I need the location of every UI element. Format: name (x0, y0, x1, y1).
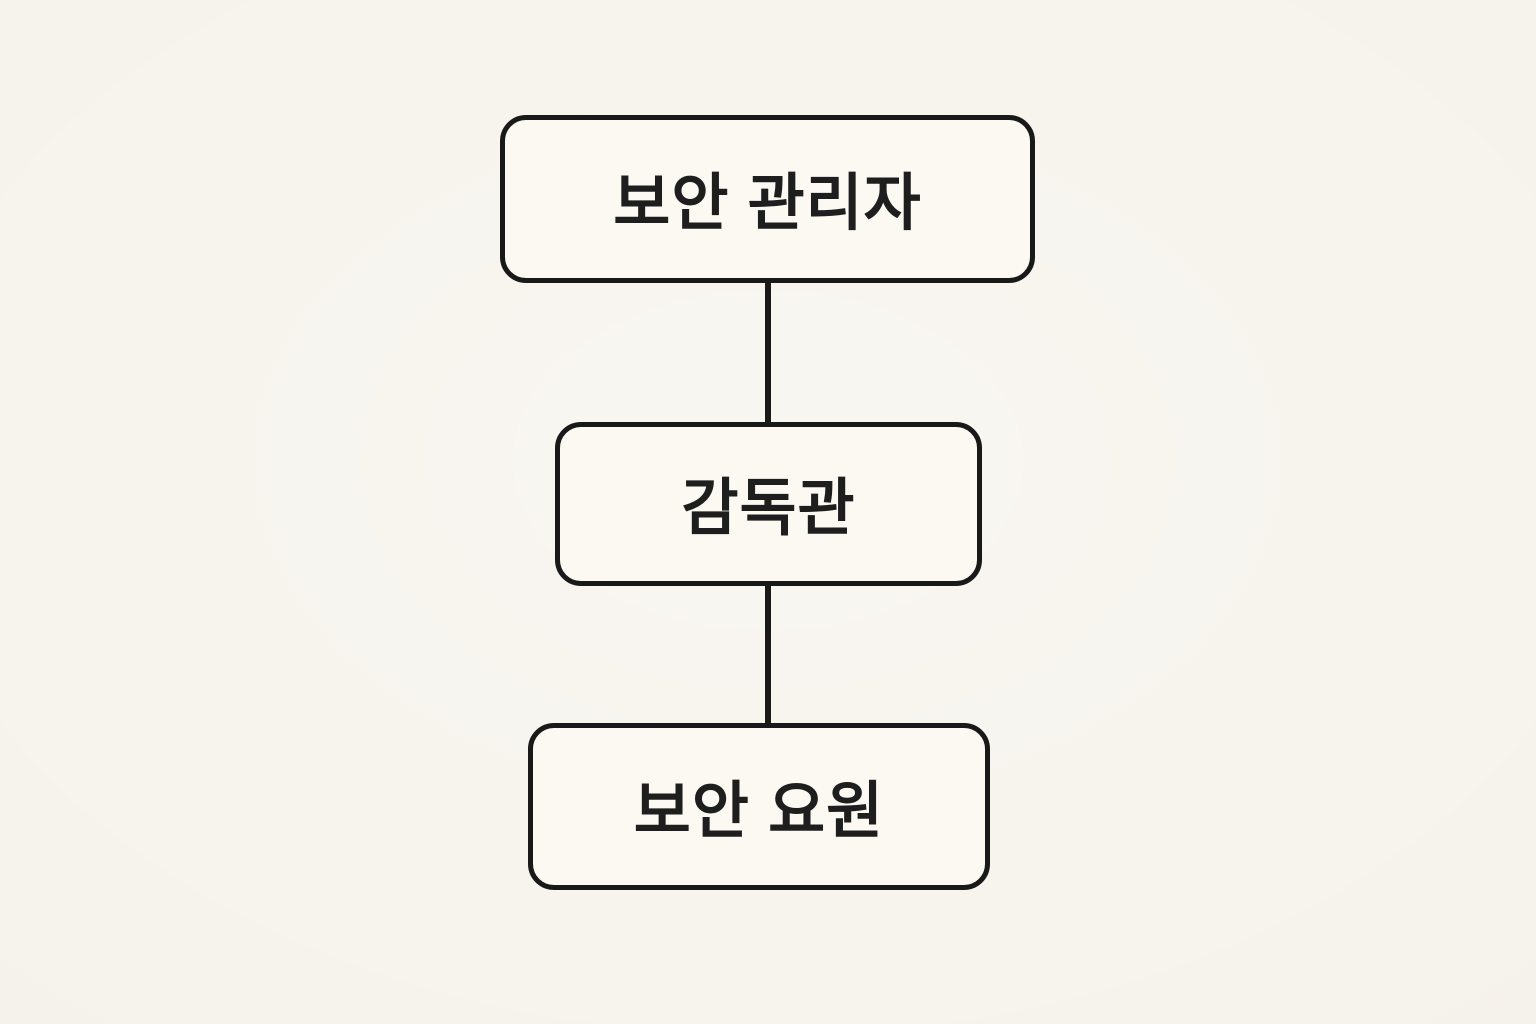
connector-supervisor-to-agent (765, 583, 771, 727)
node-security-agent-label: 보안 요원 (633, 776, 885, 846)
node-security-manager-label: 보안 관리자 (613, 169, 922, 238)
node-supervisor: 감독관 (555, 422, 982, 586)
node-supervisor-label: 감독관 (681, 474, 856, 543)
connector-manager-to-supervisor (765, 280, 771, 426)
node-security-agent: 보안 요원 (528, 723, 990, 890)
node-security-manager: 보안 관리자 (500, 115, 1035, 283)
